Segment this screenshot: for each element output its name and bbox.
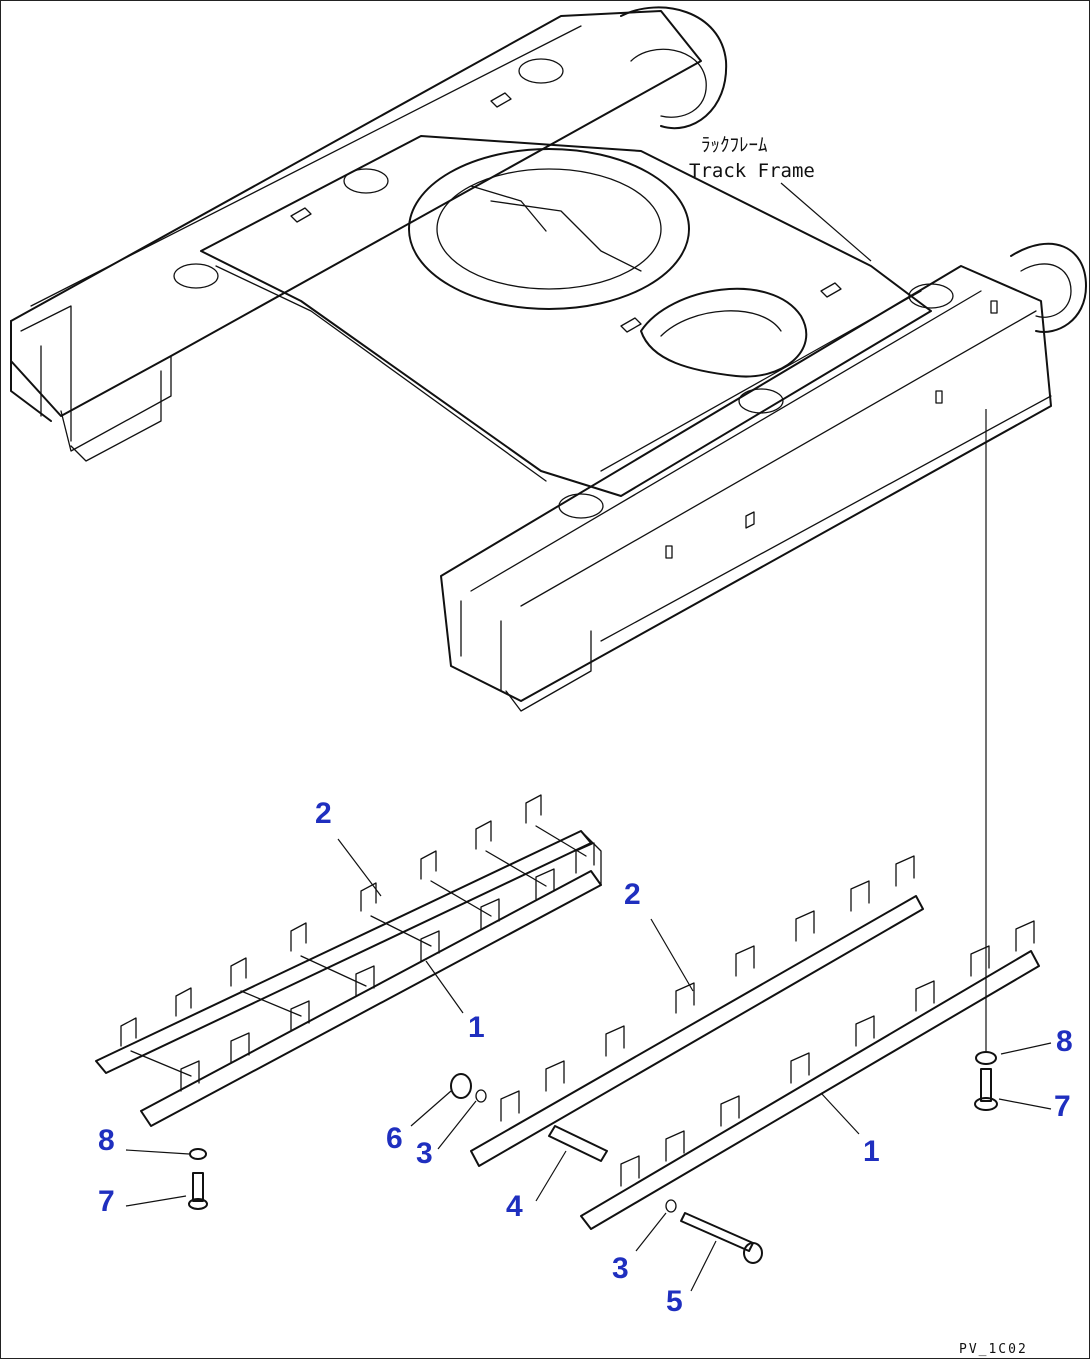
callout-2-left: 2 [315,797,332,830]
callout-leaders [125,838,1052,1292]
left-roller-guard [95,794,602,1127]
callout-7-left: 7 [98,1185,115,1218]
callout-6: 6 [386,1122,403,1155]
track-frame-label-jp: ﾗｯｸﾌﾚｰﾑ [701,134,768,156]
right-roller-guard [450,855,1040,1264]
drawing-code: PV_1C02 [959,1342,1028,1357]
callout-8-left: 8 [98,1124,115,1157]
callout-3-upper: 3 [416,1137,433,1170]
callout-2-right: 2 [624,878,641,911]
callout-1-right: 1 [863,1135,880,1168]
callout-5: 5 [666,1285,683,1318]
callout-4: 4 [506,1190,523,1223]
callout-3-lower: 3 [612,1252,629,1285]
callout-8-right: 8 [1056,1025,1073,1058]
track-frame-leader [780,182,872,262]
fasteners [188,1051,998,1210]
track-frame-drawing [10,6,1087,712]
callout-1-left: 1 [468,1011,485,1044]
callout-7-right: 7 [1054,1090,1071,1123]
track-frame-label-en: Track Frame [689,160,815,182]
